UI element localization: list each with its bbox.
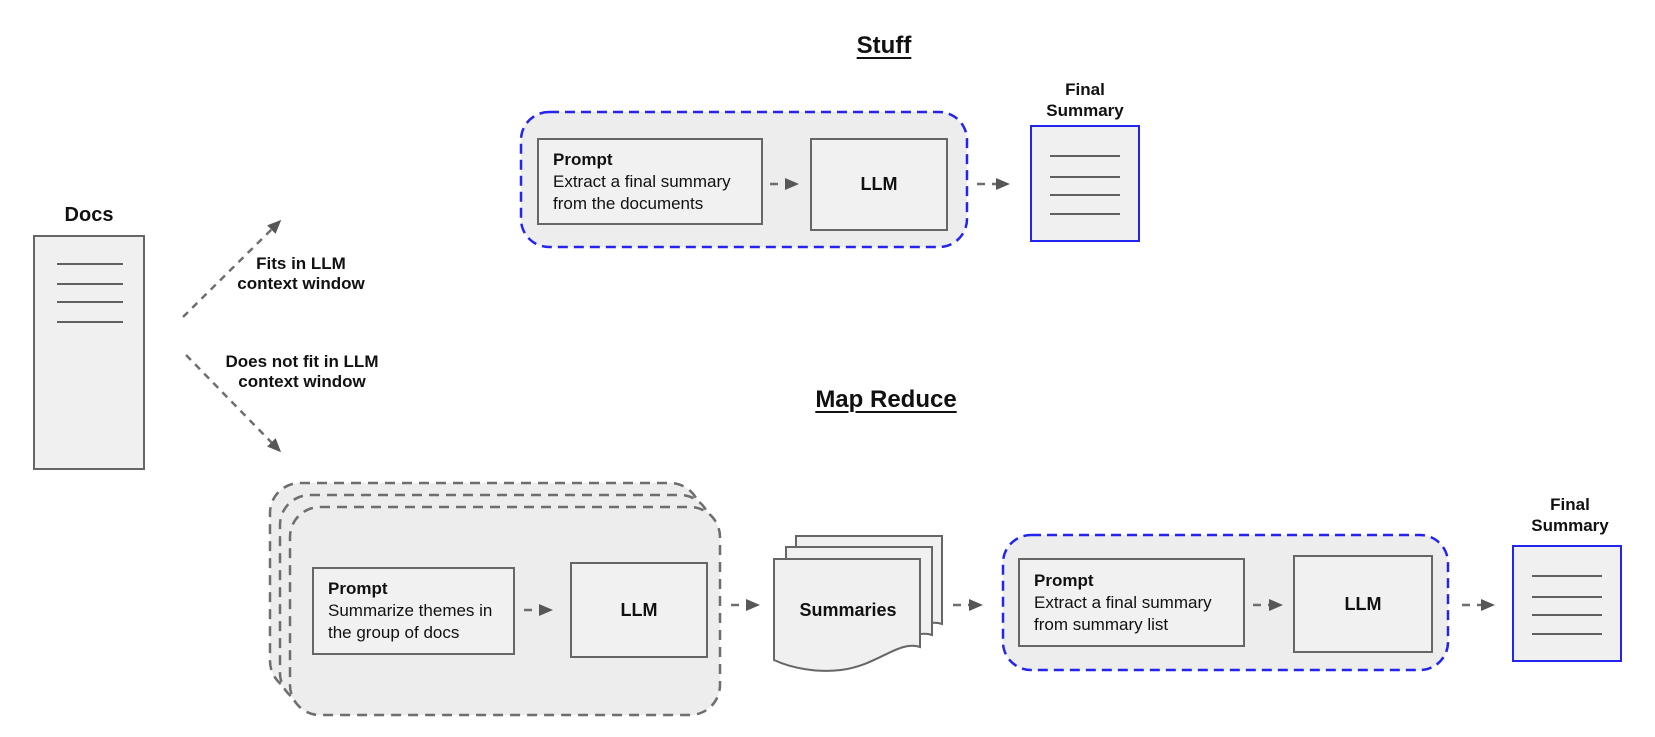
fits-branch-label-line2: context window	[237, 274, 365, 293]
doc-line	[1050, 176, 1120, 178]
doc-line	[1050, 155, 1120, 157]
stuff-llm-label: LLM	[860, 174, 898, 194]
fits-branch-label-line1: Fits in LLM	[256, 254, 346, 273]
reduce-prompt-line1: Extract a final summary	[1034, 592, 1212, 612]
map-reduce-title: Map Reduce	[815, 386, 957, 413]
doc-line	[1532, 633, 1602, 635]
stuff-llm-box: LLM	[810, 138, 948, 231]
reduce-final-summary-document	[1512, 545, 1622, 662]
docs-label: Docs	[64, 204, 114, 226]
map-llm-box: LLM	[570, 562, 708, 658]
map-prompt-heading: Prompt	[328, 579, 388, 598]
fits-branch-arrow	[182, 219, 282, 318]
stuff-final-summary-label-line1: Final	[1065, 80, 1105, 99]
fits-branch-label: Fits in LLM context window	[211, 254, 391, 294]
reduce-final-summary-label-line2: Summary	[1531, 516, 1609, 535]
map-prompt-line1: Summarize themes in	[328, 601, 493, 620]
doc-line	[1050, 213, 1120, 215]
summaries-page-front	[773, 558, 921, 672]
reduce-prompt-line2: from summary list	[1034, 614, 1169, 634]
reduce-llm-label: LLM	[1344, 593, 1382, 614]
does-not-fit-branch-label-line2: context window	[238, 372, 366, 391]
stuff-final-summary-label-line2: Summary	[1046, 101, 1124, 120]
doc-line	[1532, 575, 1602, 577]
doc-line	[1532, 614, 1602, 616]
map-prompt-box: Prompt Summarize themes in the group of …	[312, 567, 515, 655]
stuff-title: Stuff	[856, 32, 912, 59]
summaries-stack	[773, 535, 943, 672]
stuff-prompt-line1: Extract a final summary	[553, 171, 731, 191]
doc-line	[1532, 596, 1602, 598]
does-not-fit-branch-label: Does not fit in LLM context window	[192, 352, 412, 392]
reduce-llm-box: LLM	[1293, 555, 1433, 653]
reduce-prompt-box: Prompt Extract a final summary from summ…	[1018, 558, 1245, 647]
stuff-prompt-box: Prompt Extract a final summary from the …	[537, 138, 763, 225]
stuff-final-summary-label: Final Summary	[1025, 79, 1145, 121]
doc-line	[57, 283, 123, 285]
does-not-fit-branch-label-line1: Does not fit in LLM	[225, 352, 379, 371]
doc-line	[1050, 194, 1120, 196]
stuff-prompt-heading: Prompt	[553, 149, 613, 169]
doc-line	[57, 301, 123, 303]
map-llm-label: LLM	[620, 599, 658, 620]
summaries-label: Summaries	[799, 600, 897, 620]
reduce-final-summary-label-line1: Final	[1550, 495, 1590, 514]
map-prompt-line2: the group of docs	[328, 623, 460, 642]
reduce-prompt-heading: Prompt	[1034, 570, 1094, 590]
stuff-final-summary-document	[1030, 125, 1140, 242]
docs-document	[33, 235, 145, 470]
doc-line	[57, 263, 123, 265]
reduce-final-summary-label: Final Summary	[1510, 494, 1630, 536]
doc-line	[57, 321, 123, 323]
stuff-prompt-line2: from the documents	[553, 193, 704, 213]
